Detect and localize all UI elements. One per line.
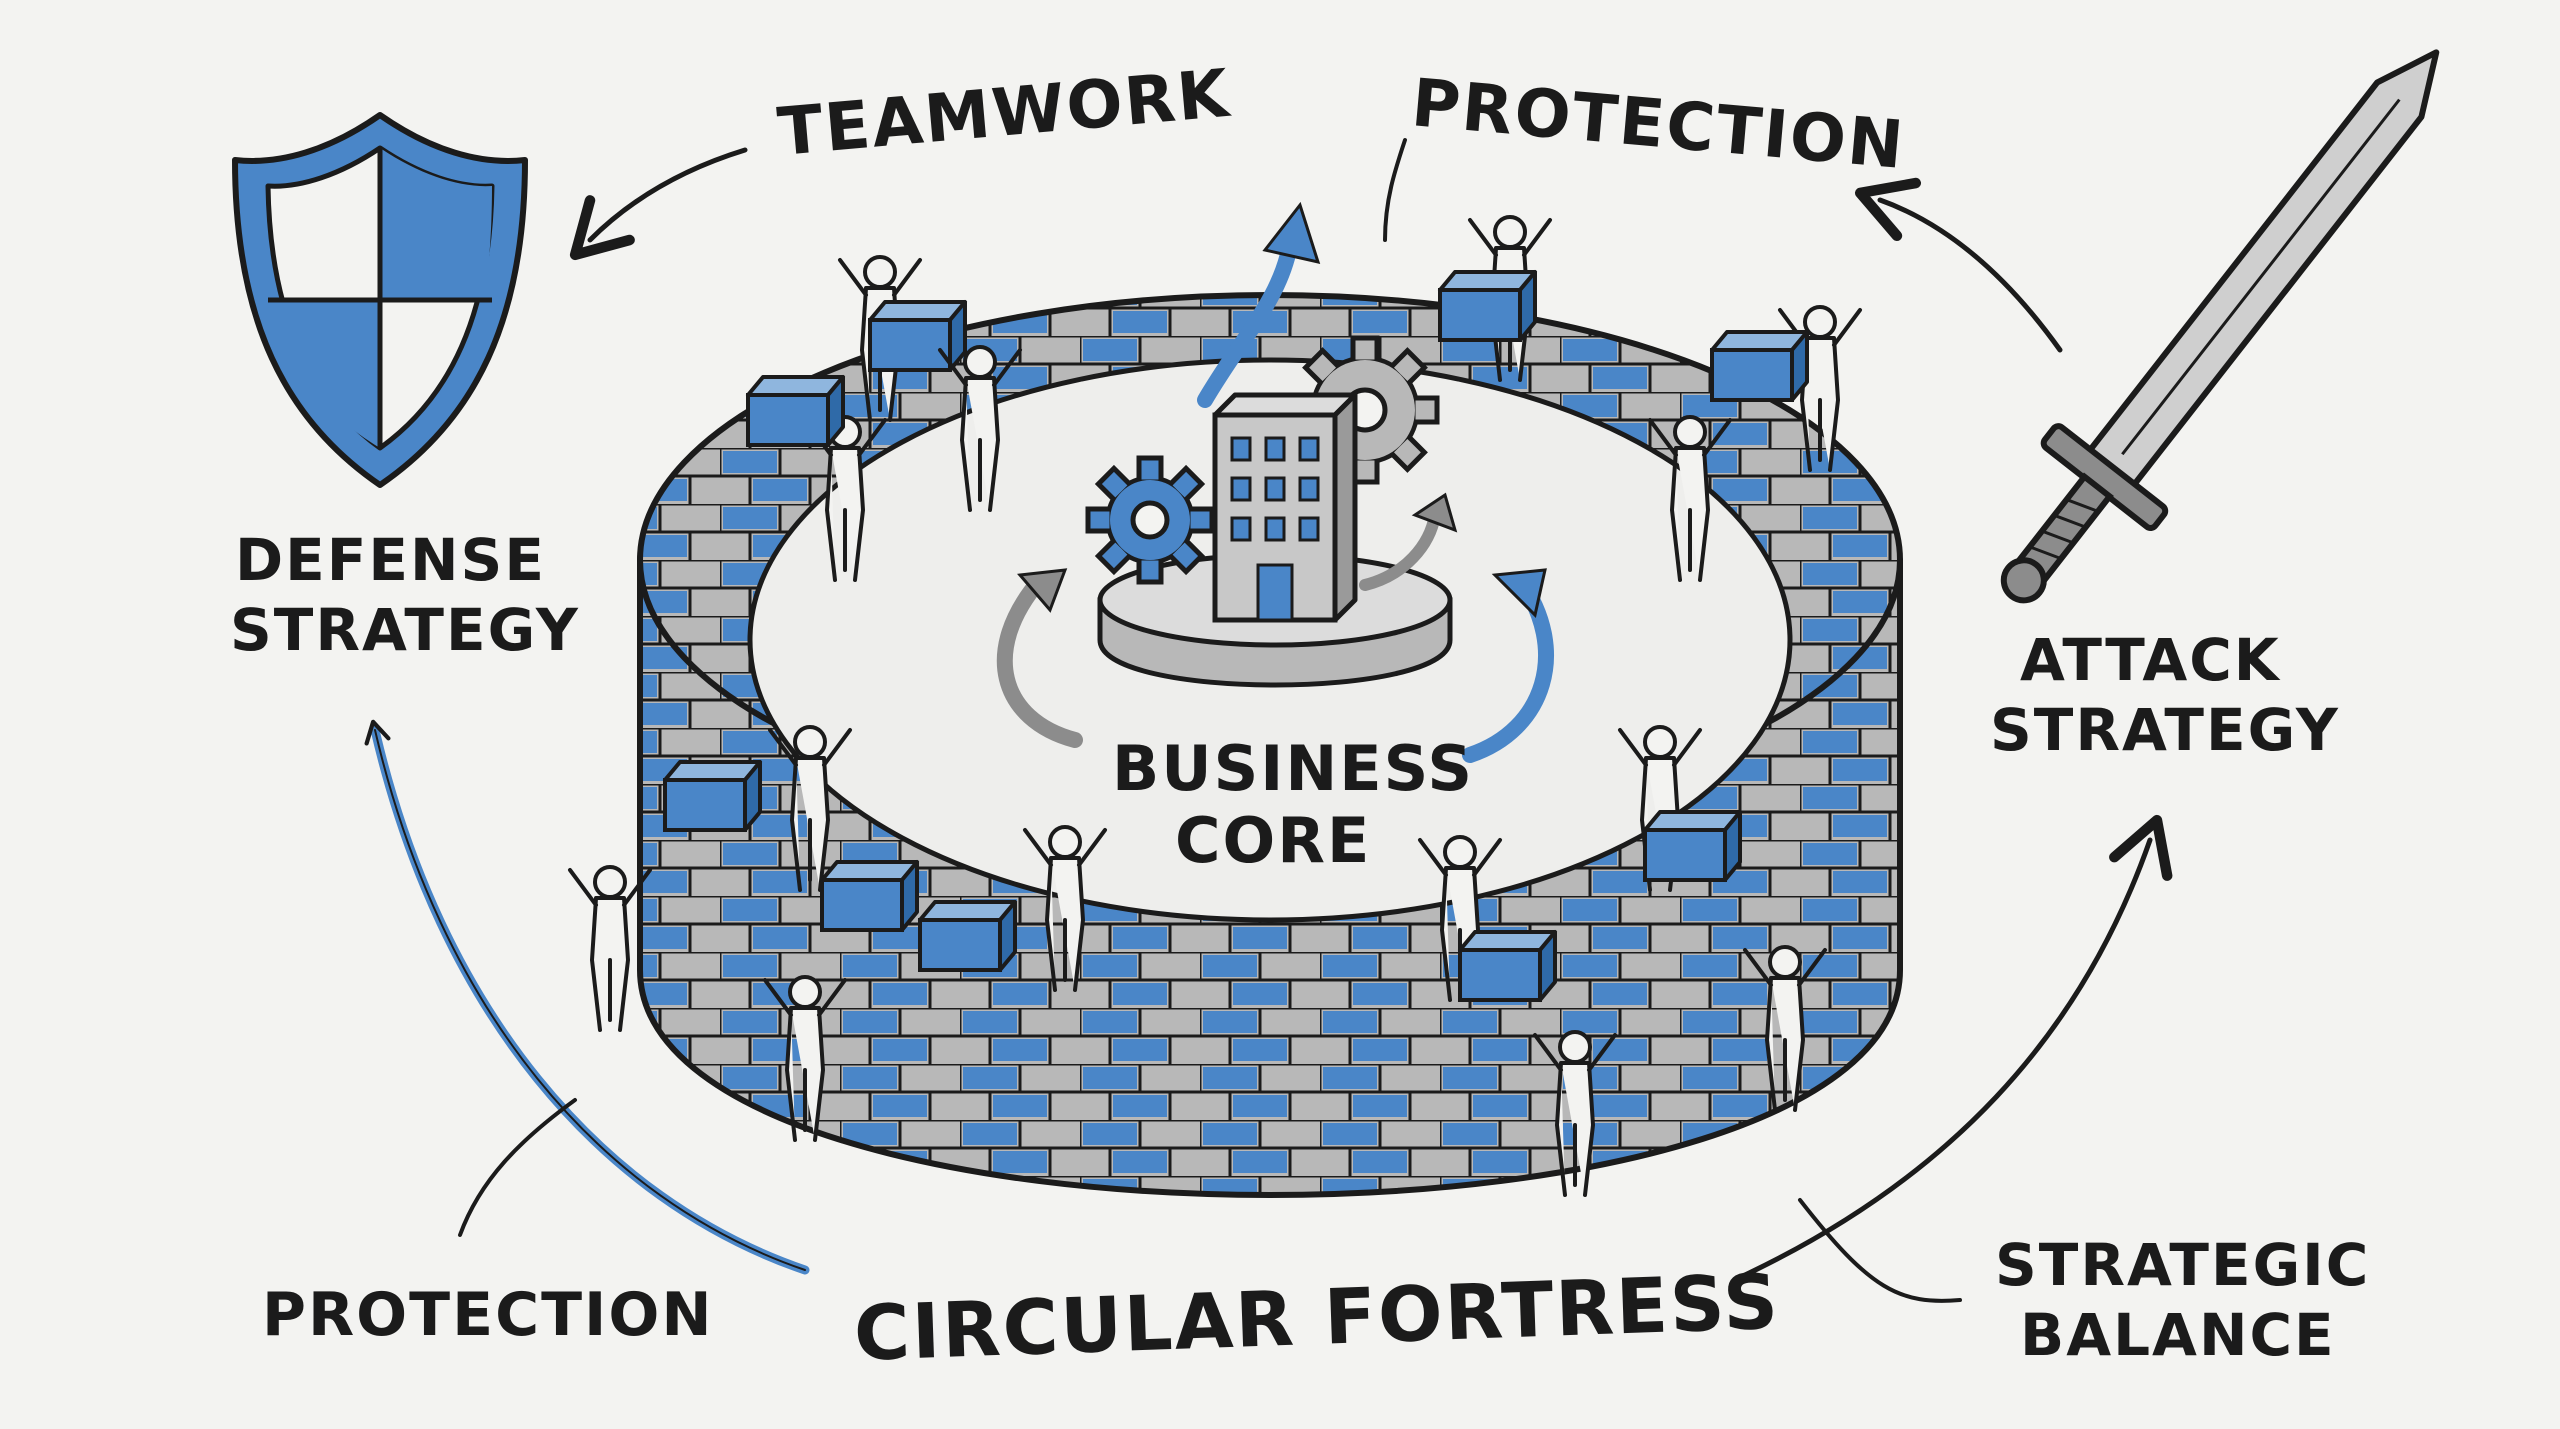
crate-icon: [1710, 330, 1809, 402]
label-protection-bottom: PROTECTION: [262, 1280, 714, 1350]
sword-icon: [2000, 49, 2440, 604]
label-strategic-line1: STRATEGIC: [1995, 1231, 2370, 1299]
crate-icon: [1438, 270, 1537, 342]
crate-icon: [663, 760, 762, 832]
arrow-protection-to-defense-outline: [364, 719, 806, 1271]
label-defense-line1: DEFENSE: [235, 526, 546, 594]
crate-icon: [868, 300, 967, 372]
leader-strategic-balance: [1798, 1198, 1962, 1303]
crate-icon: [1458, 930, 1557, 1002]
business-core: [996, 201, 1554, 763]
label-strategic-line2: BALANCE: [2020, 1301, 2336, 1369]
arrow-attack-to-protection: [1854, 177, 2063, 353]
shield-icon: [232, 112, 528, 488]
crate-icon: [820, 860, 919, 932]
label-circular-fortress: CIRCULAR FORTRESS: [853, 1257, 1782, 1378]
arrow-protection-top-leader: [1383, 138, 1407, 242]
growth-arrow: [1197, 237, 1298, 408]
label-defense-line2: STRATEGY: [230, 596, 580, 664]
label-business-core-line1: BUSINESS: [1112, 732, 1474, 805]
leader-protection-bottom: [458, 1098, 577, 1237]
label-attack-line1: ATTACK: [2020, 626, 2281, 694]
arrow-teamwork-to-defense: [569, 147, 748, 261]
label-protection-top: PROTECTION: [1409, 64, 1909, 184]
crate-icon: [746, 375, 845, 447]
crate-icon: [1643, 810, 1742, 882]
building-icon: [1212, 392, 1358, 623]
crate-icon: [918, 900, 1017, 972]
cycle-arrow-small: [1359, 509, 1441, 591]
label-teamwork: TEAMWORK: [775, 55, 1235, 171]
label-business-core-line2: CORE: [1175, 804, 1371, 877]
label-attack-line2: STRATEGY: [1990, 696, 2340, 764]
gear-icon: [1088, 458, 1212, 582]
cycle-arrow-left: [996, 572, 1083, 748]
